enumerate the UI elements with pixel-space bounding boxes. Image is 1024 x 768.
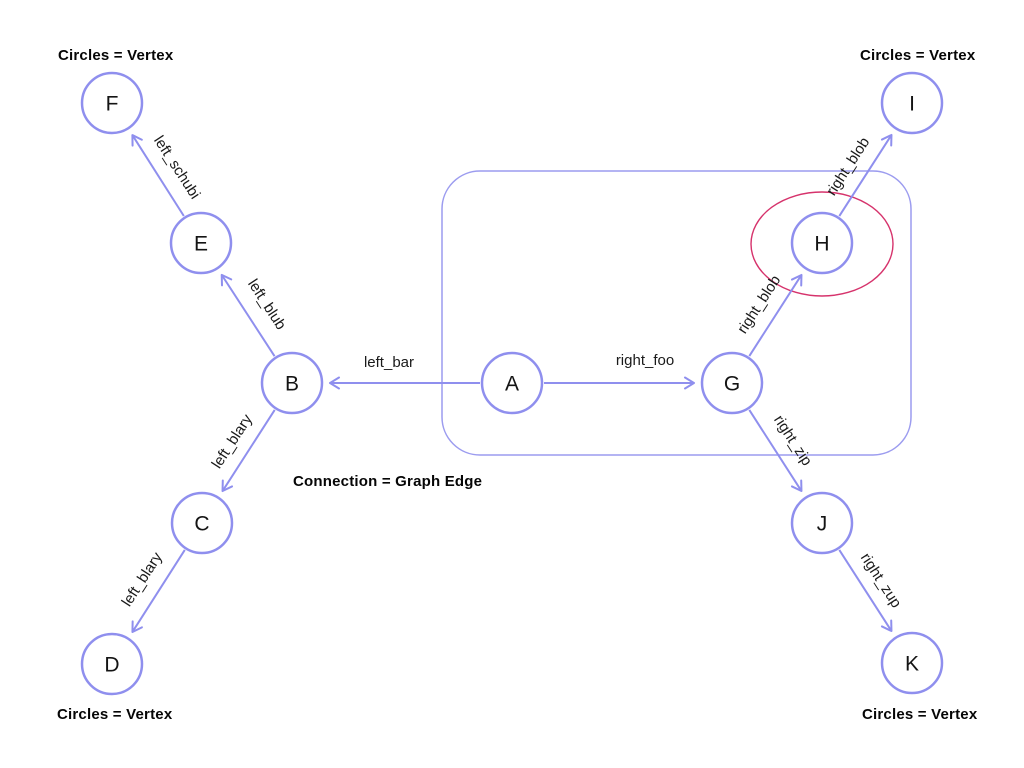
edge-label-left_schubi: left_schubi bbox=[150, 133, 203, 202]
node-label-I: I bbox=[909, 93, 915, 116]
legend-vertex-top-left: Circles = Vertex bbox=[58, 47, 174, 64]
edge-label-right_foo: right_foo bbox=[616, 352, 674, 369]
node-label-J: J bbox=[817, 513, 828, 536]
legend-connection-note: Connection = Graph Edge bbox=[293, 473, 483, 490]
node-C: C bbox=[170, 491, 234, 555]
edge-G-J: right_zip bbox=[748, 409, 815, 493]
edge-label-right_blob: right_blob bbox=[734, 272, 784, 337]
edge-J-K: right_zup bbox=[838, 549, 905, 633]
edge-label-right_blob: right_blob bbox=[823, 134, 873, 199]
node-E: E bbox=[169, 211, 233, 275]
edge-label-left_bar: left_bar bbox=[364, 354, 414, 371]
edge-A-G: right_foo bbox=[544, 352, 695, 390]
node-label-C: C bbox=[194, 513, 209, 536]
node-label-A: A bbox=[505, 373, 519, 396]
node-A: A bbox=[480, 351, 544, 415]
node-D: D bbox=[80, 632, 144, 696]
edge-label-right_zup: right_zup bbox=[857, 550, 905, 611]
edge-G-H: right_blob bbox=[734, 272, 803, 357]
legend-vertex-bottom-left: Circles = Vertex bbox=[57, 706, 173, 723]
node-G: G bbox=[700, 351, 764, 415]
node-H: H bbox=[790, 211, 854, 275]
node-label-G: G bbox=[724, 373, 740, 396]
node-F: F bbox=[80, 71, 144, 135]
node-I: I bbox=[880, 71, 944, 135]
node-label-F: F bbox=[106, 93, 119, 116]
edge-B-C: left_blary bbox=[209, 409, 276, 493]
node-label-H: H bbox=[814, 233, 829, 256]
edge-A-B: left_bar bbox=[329, 354, 480, 390]
legend-vertex-top-right: Circles = Vertex bbox=[860, 47, 976, 64]
node-label-E: E bbox=[194, 233, 208, 256]
group-container-box bbox=[441, 170, 912, 456]
edge-B-E: left_blub bbox=[220, 273, 289, 357]
edge-label-left_blary: left_blary bbox=[119, 549, 167, 610]
edge-label-left_blub: left_blub bbox=[244, 276, 289, 333]
highlight-ellipse bbox=[750, 191, 894, 297]
edge-label-right_zip: right_zip bbox=[770, 412, 815, 469]
edge-C-D: left_blary bbox=[119, 549, 186, 633]
edge-H-I: right_blob bbox=[823, 133, 893, 217]
edge-E-F: left_schubi bbox=[131, 133, 203, 217]
node-K: K bbox=[880, 631, 944, 695]
edge-label-left_blary: left_blary bbox=[209, 411, 257, 472]
node-J: J bbox=[790, 491, 854, 555]
node-label-D: D bbox=[104, 654, 119, 677]
legend-vertex-bottom-right: Circles = Vertex bbox=[862, 706, 978, 723]
node-label-B: B bbox=[285, 373, 299, 396]
node-B: B bbox=[260, 351, 324, 415]
node-label-K: K bbox=[905, 653, 919, 676]
